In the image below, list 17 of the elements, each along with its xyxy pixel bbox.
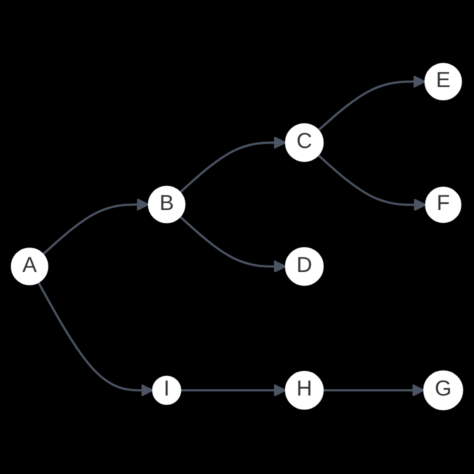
arrow [179,216,286,274]
node-circle: C [284,124,324,162]
node-circle: A [10,248,48,286]
arrow [180,384,286,398]
node-circle: D [284,248,324,286]
arrow [317,154,426,212]
arrow [37,282,154,398]
node-circle: G [423,370,464,411]
arrow [322,384,425,398]
node-circle: H [284,371,324,410]
node-circle: B [148,186,186,224]
arrow [42,198,150,256]
arrow [179,136,286,194]
arrow [318,76,426,132]
node-circle: F [425,187,462,224]
node-circle: E [424,63,462,101]
node-circle: I [152,376,182,406]
